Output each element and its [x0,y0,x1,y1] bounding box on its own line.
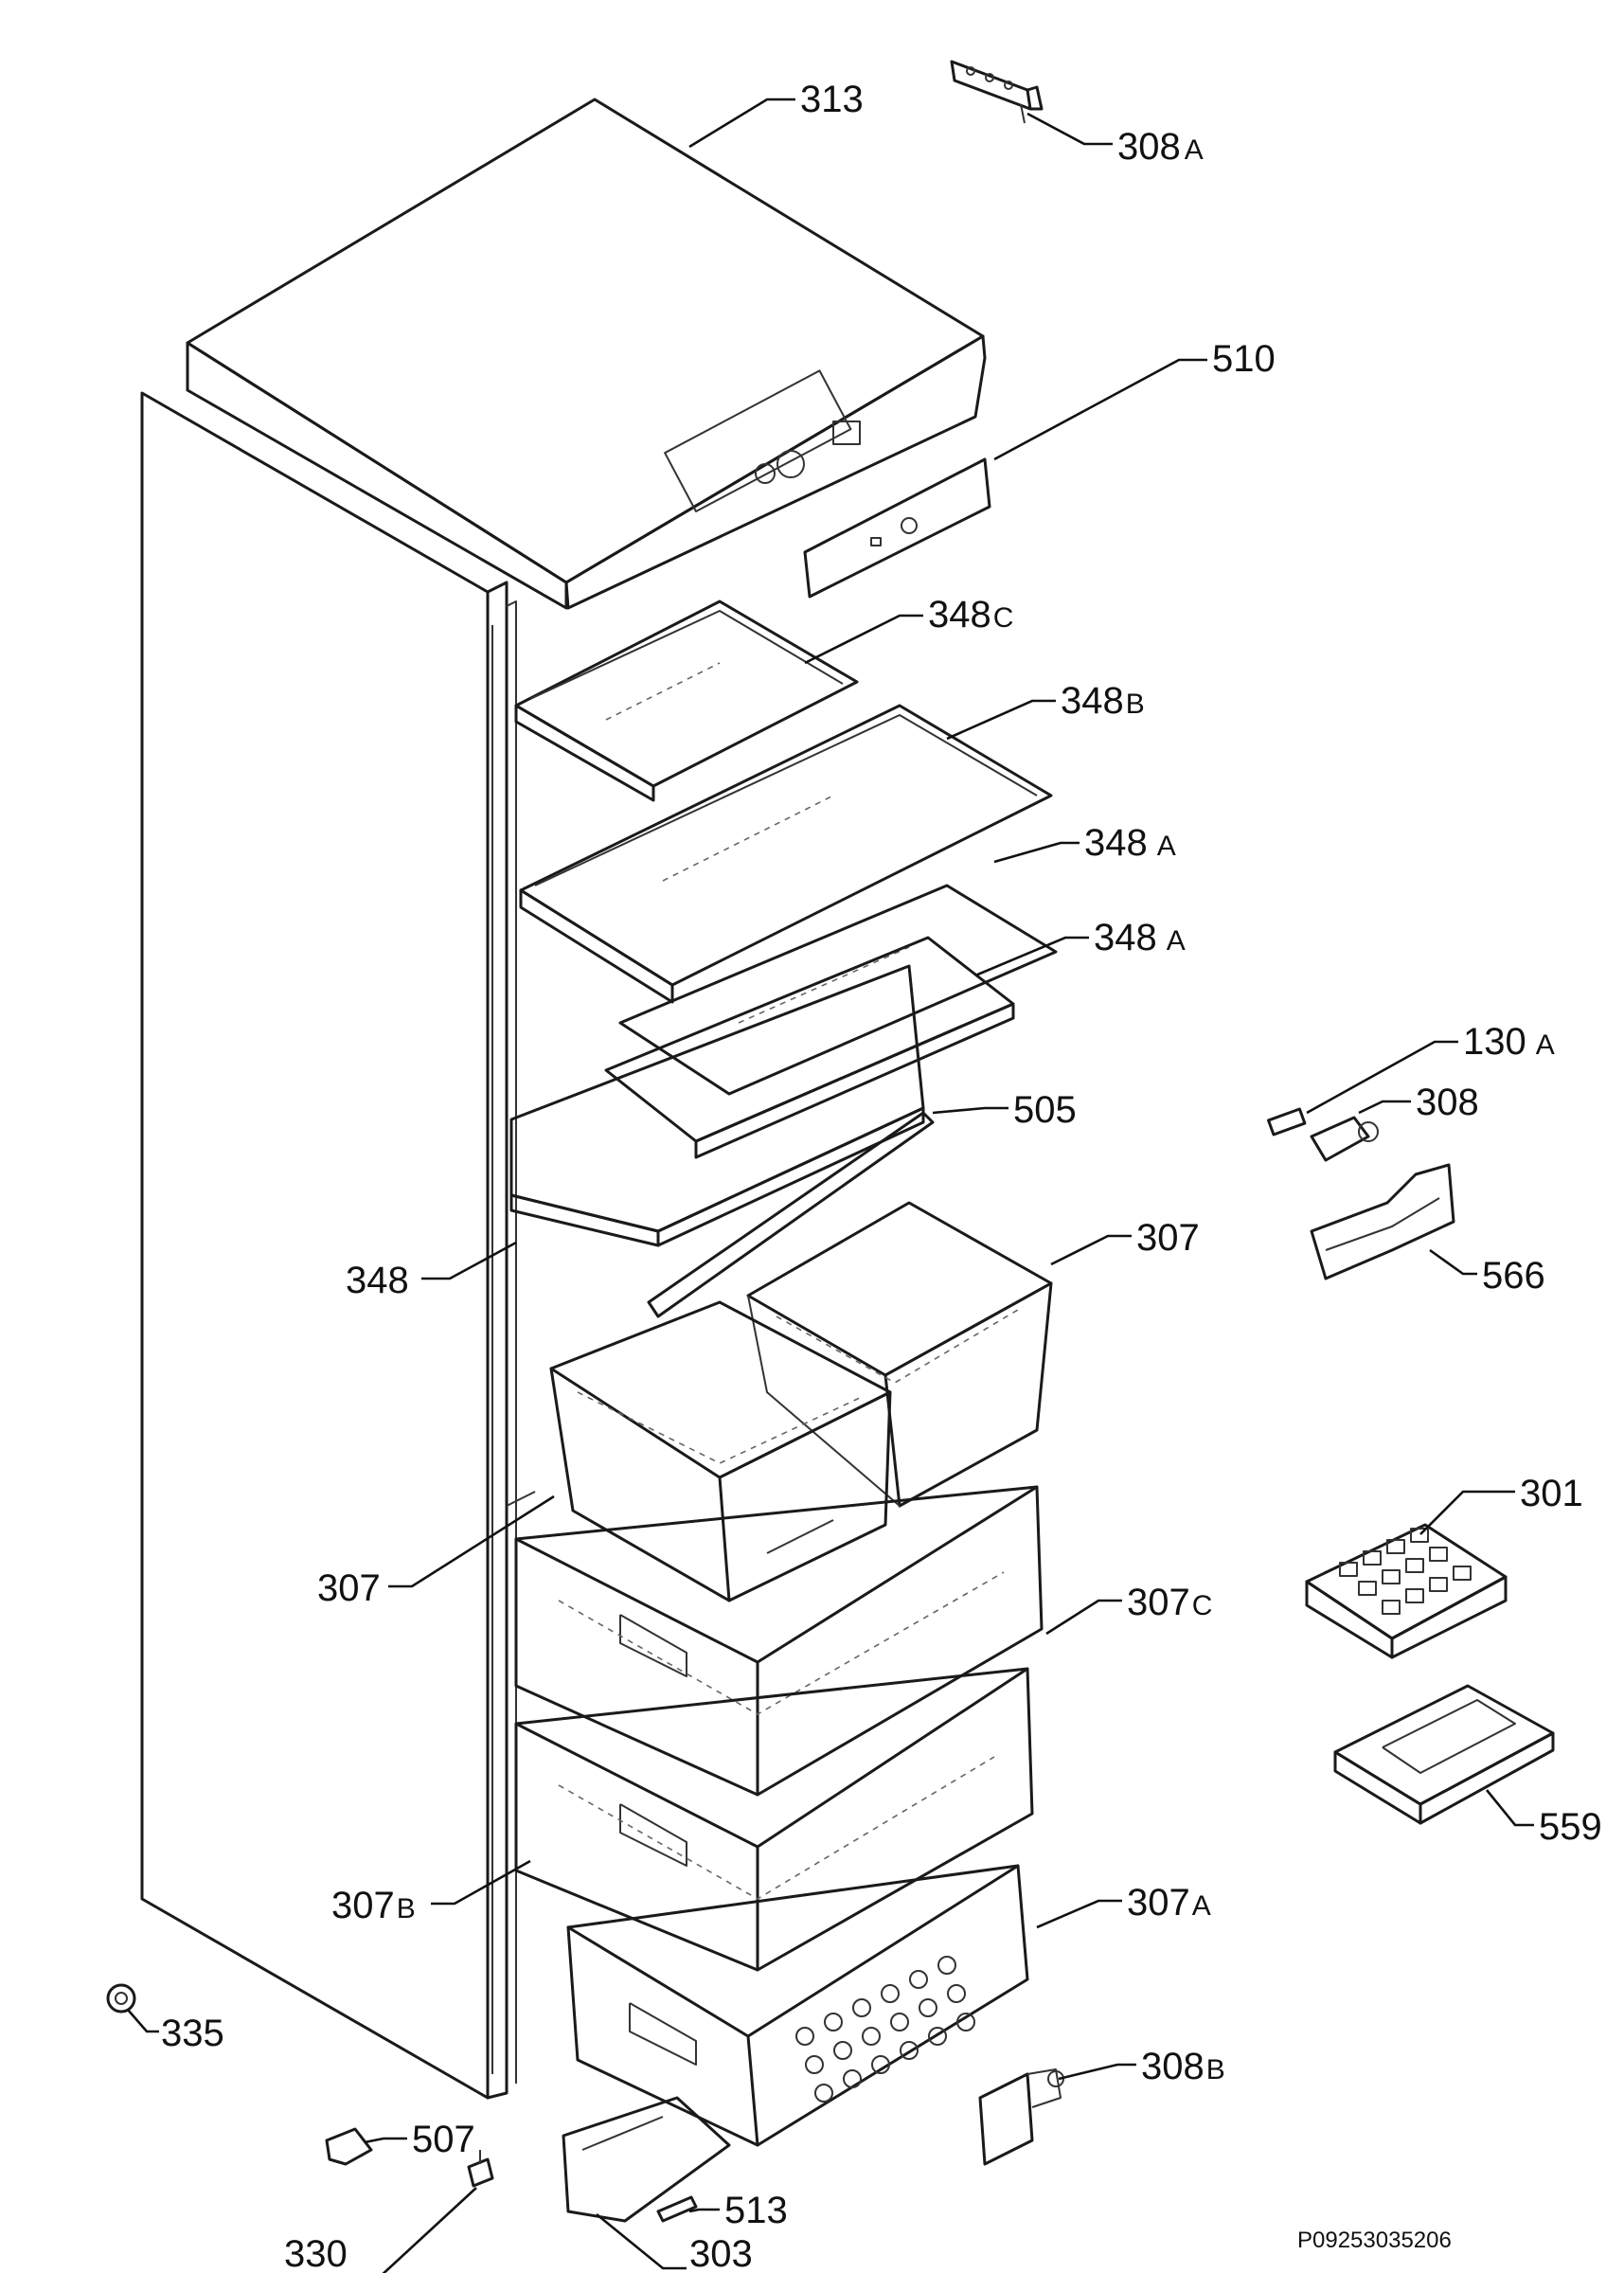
shelf-348b [519,704,1053,1004]
ice-cube-tray [1305,1523,1508,1659]
drawing-code: P09253035206 [1297,2228,1452,2253]
control-panel [803,457,991,599]
label-303: 303 [689,2233,753,2273]
label-559: 559 [1539,1806,1602,1848]
hinge-bottom [978,2068,1064,2166]
label-335: 335 [161,2013,224,2054]
label-513: 513 [724,2190,788,2231]
cabinet-body [140,391,536,2100]
shelf-348a-upper [618,884,1058,1096]
label-510: 510 [1212,338,1276,380]
hinge-middle [1310,1116,1379,1162]
clip-507 [325,2127,373,2166]
door-bracket [1267,1107,1307,1136]
label-301: 301 [1520,1473,1583,1514]
label-307-right: 307 [1136,1217,1200,1259]
door-part-566 [1310,1163,1455,1280]
freezer-drawer-307a [566,1864,1029,2147]
label-308b: 308B [1141,2046,1225,2087]
label-505: 505 [1013,1089,1077,1131]
label-307a: 307A [1127,1882,1211,1924]
hinge-top [950,60,1044,124]
label-307-left: 307 [317,1567,381,1609]
label-313: 313 [800,79,864,120]
top-cover [186,98,987,610]
label-308: 308 [1416,1082,1479,1123]
cold-accumulator [1333,1684,1555,1825]
label-566: 566 [1482,1255,1545,1297]
crisper-left [549,1300,892,1602]
label-348c: 348C [928,594,1013,635]
freezer-drawer-307c [514,1485,1044,1797]
freezer-drawer-307b [514,1667,1034,1972]
plinth [562,2096,731,2223]
shelf-348a-lower [604,936,1015,1159]
adjustable-foot-330 [467,2150,494,2188]
label-348b: 348B [1061,680,1145,722]
label-507: 507 [412,2119,475,2160]
crisper-right [746,1201,1053,1508]
label-307c: 307C [1127,1582,1212,1623]
leader-lines [127,98,1534,2273]
front-strip [647,1111,935,1318]
shelf-348c [514,600,859,802]
foot-335 [106,1983,136,2013]
label-307b: 307B [331,1885,416,1926]
label-330: 330 [284,2233,348,2273]
shelf-348 [509,964,925,1247]
part-513 [656,2195,698,2223]
label-348: 348 [346,1260,409,1301]
